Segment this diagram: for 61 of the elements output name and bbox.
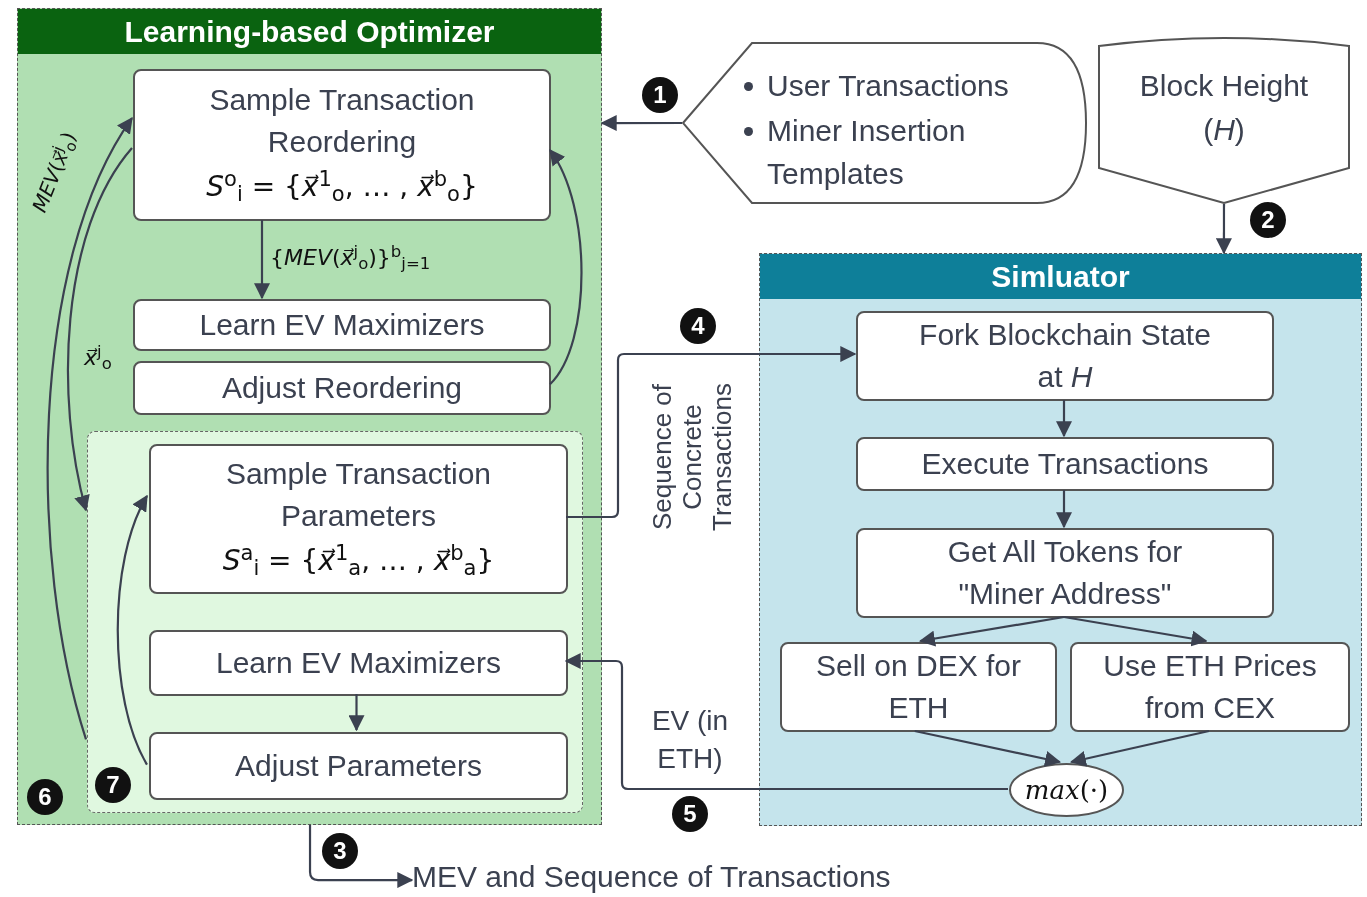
- step-number: 1: [642, 77, 678, 113]
- arrow: [600, 115, 682, 132]
- panel-header: Learning-based Optimizer: [18, 9, 601, 54]
- step-label: Adjust Parameters: [234, 748, 483, 784]
- panel-header: Simluator: [760, 254, 1361, 299]
- process-box: [133, 299, 551, 351]
- process-box: [149, 630, 568, 696]
- list-item: User Transactions: [767, 68, 1009, 104]
- arrow: [914, 729, 1062, 767]
- process-box: [856, 437, 1274, 491]
- step-label: Learn EV Maximizers: [198, 307, 486, 343]
- process-box: [856, 311, 1274, 401]
- arrow: [254, 220, 270, 300]
- step-label: Fork Blockchain State at H: [918, 317, 1212, 395]
- step-label: Learn EV Maximizers: [214, 645, 503, 681]
- arrow: [46, 117, 133, 740]
- step-number: 4: [680, 308, 716, 344]
- arrow: [549, 148, 583, 385]
- arrow: [67, 147, 133, 512]
- arrow: [1063, 615, 1208, 647]
- edge-label: EV (in ETH): [650, 704, 730, 776]
- step-label: Sample Transaction Reordering: [208, 82, 476, 160]
- arrow: [1056, 490, 1072, 529]
- step-label: Execute Transactions: [920, 446, 1210, 482]
- input-display-shape: [682, 42, 1087, 204]
- process-box: [1070, 642, 1350, 732]
- step-number: 3: [322, 833, 358, 869]
- arrow: [116, 494, 148, 766]
- step-number: 2: [1250, 202, 1286, 238]
- group-panel: [87, 431, 583, 813]
- formula: S$^{o}$$_{i}$ = {x⃗$^{1}$$_{o}$, … , x⃗$^{b}$$_{o}$}: [206, 165, 478, 209]
- arrow: [1069, 729, 1210, 767]
- formula: S$^{a}$$_{i}$ = {x⃗$^{1}$$_{a}$, … , x⃗$^{b}$$_{a}$}: [222, 539, 495, 583]
- step-label: Use ETH Prices from CEX: [1102, 648, 1318, 726]
- arrow: [308, 825, 414, 889]
- step-label: Sample Transaction Parameters: [224, 456, 493, 534]
- group-panel: [759, 253, 1362, 826]
- edge-label: Sequence of Concrete Transactions: [646, 382, 738, 533]
- arrow: [348, 694, 365, 732]
- list-item: Miner Insertion Templates: [767, 113, 967, 192]
- arrow: [566, 346, 857, 519]
- step-number: 5: [672, 796, 708, 832]
- step-label: Adjust Reordering: [220, 370, 464, 406]
- process-box: [149, 444, 568, 594]
- process-box: [133, 361, 551, 415]
- step-label: Sell on DEX for ETH: [814, 648, 1023, 726]
- arrow: [1056, 400, 1072, 438]
- process-box: [149, 732, 568, 800]
- process-box: [133, 69, 551, 221]
- step-label: Get All Tokens for "Miner Address": [946, 534, 1184, 612]
- step-label: Block Height (H): [1138, 68, 1310, 148]
- arrow: [564, 653, 1008, 791]
- process-box: [856, 528, 1274, 618]
- process-box: [780, 642, 1057, 732]
- arrow: [918, 615, 1065, 647]
- arrow: [1215, 204, 1232, 255]
- group-panel: [17, 8, 602, 825]
- output-text: MEV and Sequence of Transactions: [412, 858, 992, 896]
- max-ellipse: [1009, 763, 1124, 817]
- formula: max(·): [1024, 773, 1109, 807]
- input-shape: [1098, 36, 1350, 204]
